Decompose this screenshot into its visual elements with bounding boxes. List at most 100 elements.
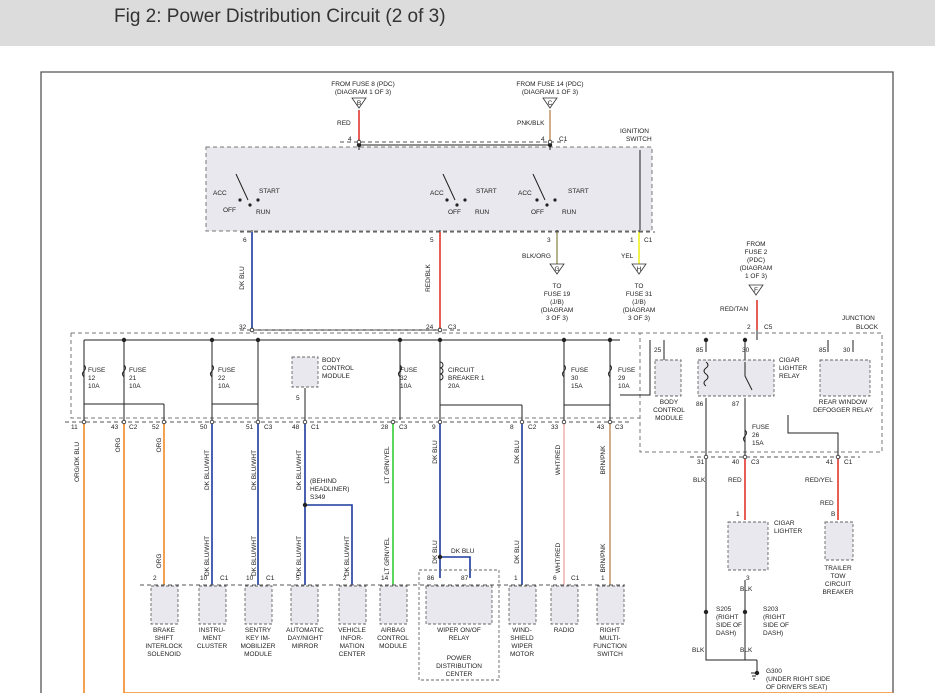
label-wsm4: MOTOR [510, 651, 534, 658]
label-cb2: BREAKER 1 [448, 375, 485, 382]
label-fu22c: 10A [218, 383, 230, 390]
pin-5 [121, 419, 127, 425]
label-wsm3: WIPER [511, 643, 533, 650]
label-w_blk1: BLK [693, 477, 706, 484]
pin-0 [356, 139, 362, 145]
pin-15 [703, 454, 709, 460]
fuse-symbol-5 [608, 364, 612, 378]
label-p3cl: 3 [746, 575, 750, 582]
pin-11 [437, 419, 443, 425]
label-p85a: 85 [696, 347, 704, 354]
label-rmf2: MULTI- [599, 635, 620, 642]
label-p50: 50 [200, 424, 208, 431]
label-w_red2: RED [728, 477, 742, 484]
label-p87a: 87 [732, 401, 740, 408]
wire-dkbluwht-vic [305, 504, 353, 585]
label-acc1: ACC [213, 190, 227, 197]
fuse-symbol-6 [743, 429, 747, 443]
label-to31d: (DIAGRAM [623, 307, 656, 314]
label-cb3: 20A [448, 383, 460, 390]
connector-B-fuse8 [351, 97, 367, 109]
label-run2: RUN [475, 209, 489, 216]
label-f2e: 1 OF 3) [745, 273, 767, 280]
wire-label-v_org1: ORG [115, 438, 122, 453]
wire-blk-31 [705, 612, 757, 661]
wiper-relay-box [425, 585, 493, 625]
fuse-symbol-1 [122, 364, 126, 378]
label-trC: C [548, 100, 553, 107]
label-rwd2: DEFOGGER RELAY [813, 407, 874, 414]
ignition-contact-2-start [463, 198, 467, 202]
pin-2 [249, 327, 255, 333]
label-pb6: 6 [553, 575, 557, 582]
wire-label-v_dkbluwht6: DK BLU/WHT [296, 536, 303, 576]
label-c1a: C1 [559, 136, 568, 143]
label-to19e: 3 OF 3) [546, 315, 568, 322]
label-p9: 9 [432, 424, 436, 431]
label-p86a: 86 [696, 401, 704, 408]
label-f2c: (PDC) [747, 257, 765, 264]
ignition-contact-2-acc [445, 198, 449, 202]
label-s203d: DASH) [763, 630, 783, 637]
label-p32: 32 [239, 324, 247, 331]
pdc-outline [418, 569, 500, 681]
label-c5: C5 [764, 324, 773, 331]
label-s205c: SIDE OF [716, 622, 742, 629]
ignition-contact-1-run [248, 203, 252, 207]
label-fu22b: 22 [218, 375, 226, 382]
junction-block-outline [71, 332, 883, 453]
label-f2d: (DIAGRAM [740, 265, 773, 272]
wire-label-v_dkbluwht7: DK BLU/WHT [344, 536, 351, 576]
label-p48: 48 [292, 424, 300, 431]
label-fu32c: 10A [400, 383, 412, 390]
label-adn3: MIRROR [292, 643, 319, 650]
label-src8b: (DIAGRAM 1 OF 3) [335, 89, 391, 96]
label-pb1b: 1 [601, 575, 605, 582]
splice-dot-10 [607, 337, 613, 343]
label-p4b: 4 [541, 136, 545, 143]
label-trF: F [754, 287, 758, 294]
label-p85b: 85 [819, 347, 827, 354]
label-ttc2: TOW [830, 573, 846, 580]
wire-label-v_dkbluwht2: DK BLU/WHT [251, 450, 258, 490]
label-pdc3: CENTER [446, 671, 473, 678]
wiper-motor-box [508, 585, 537, 625]
label-s203a: S203 [763, 606, 779, 613]
components-group [81, 97, 871, 681]
ignition-contact-2-blade [442, 173, 456, 201]
label-p86b: 86 [427, 575, 435, 582]
wires-group [65, 110, 893, 693]
label-fu30a: FUSE [571, 367, 589, 374]
label-fu12a: FUSE [88, 367, 106, 374]
label-p43a: 43 [111, 424, 119, 431]
label-bsi4: SOLENOID [147, 651, 181, 658]
splice-dot-16 [742, 609, 748, 615]
label-p28: 28 [381, 424, 389, 431]
wire-label-v_org3: ORG [156, 554, 163, 569]
label-w_blk4: BLK [740, 647, 753, 654]
label-c1b: C1 [644, 237, 653, 244]
label-bcm4: BODY [660, 399, 679, 406]
connector-G-fuse19 [549, 263, 565, 275]
label-ic2: MENT [203, 635, 221, 642]
splice-dot-4 [121, 337, 127, 343]
wire-org-bottom [123, 420, 893, 693]
label-s205a: S205 [716, 606, 732, 613]
label-src14b: (DIAGRAM 1 OF 3) [522, 89, 578, 96]
label-fu30b: 30 [571, 375, 579, 382]
wire-label-v_dkbluwht3: DK BLU/WHT [296, 450, 303, 490]
label-wor1: WIPER ON/OF [437, 627, 481, 634]
label-p30b: 30 [843, 347, 851, 354]
label-ic3: CLUSTER [197, 643, 228, 650]
pin-16 [742, 454, 748, 460]
label-to31a: TO [635, 283, 644, 290]
label-dkb_lbl: DK BLU [451, 548, 475, 555]
wire-label-v_dkblu2: DK BLU [432, 440, 439, 464]
label-fu30c: 15A [571, 383, 583, 390]
label-to31c: (J/B) [632, 299, 646, 306]
circuit-breaker-symbol [439, 361, 444, 381]
brake-shift-interlock-box [150, 585, 179, 625]
connector-C-fuse14 [542, 97, 558, 109]
label-rwd1: REAR WINDOW [819, 399, 868, 406]
label-c2b: C2 [528, 424, 537, 431]
